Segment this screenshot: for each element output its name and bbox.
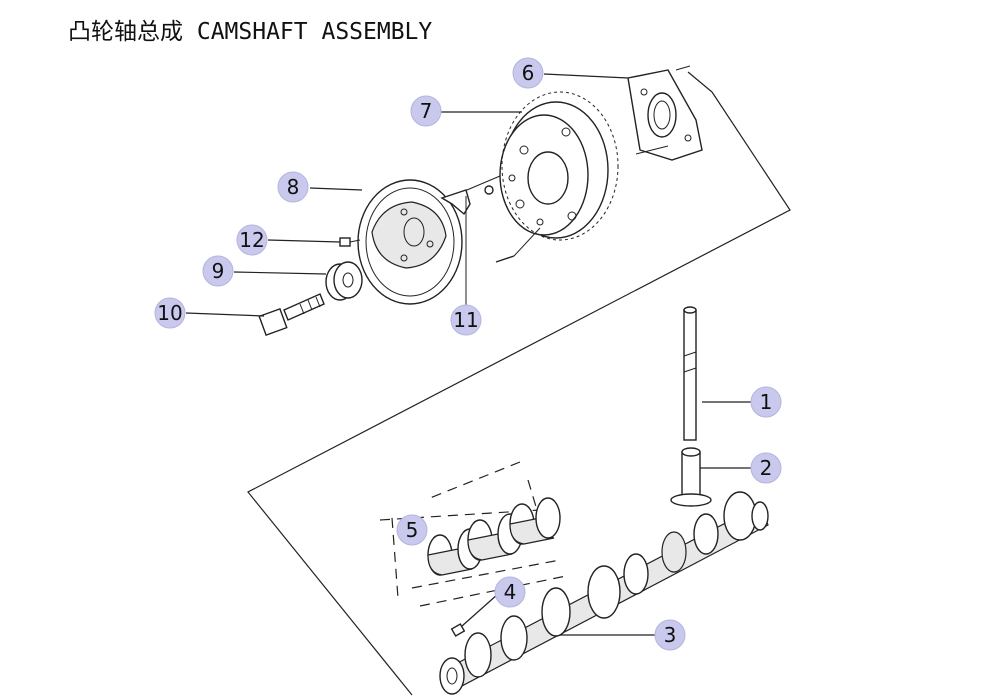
washer: [325, 261, 363, 301]
woodruff-key: [450, 623, 466, 637]
callout-8: 8: [277, 171, 309, 203]
leader-9: [233, 271, 327, 275]
callout-3: 3: [654, 619, 686, 651]
leader-6: [543, 73, 629, 79]
callout-4-label: 4: [504, 580, 517, 604]
gear-bolt-lower: [495, 255, 515, 263]
diagram-title: 凸轮轴总成 CAMSHAFT ASSEMBLY: [68, 19, 433, 45]
callout-7-label: 7: [420, 99, 433, 123]
camshaft-bearings: [379, 461, 567, 607]
callout-2: 2: [750, 452, 782, 484]
callout-9: 9: [202, 255, 234, 287]
leader-10: [185, 312, 265, 317]
callout-8-label: 8: [287, 175, 300, 199]
leader-12: [267, 239, 341, 243]
small-bolt: [339, 237, 361, 247]
callout-6: 6: [512, 57, 544, 89]
callout-1-label: 1: [760, 390, 773, 414]
thrust-plate: [627, 65, 703, 161]
leader-4: [461, 593, 499, 627]
callout-5-label: 5: [406, 518, 419, 542]
callout-10: 10: [154, 297, 186, 329]
gear-bolt-lower-axis: [513, 227, 541, 257]
callout-10-label: 10: [157, 301, 182, 325]
callout-7: 7: [410, 95, 442, 127]
camshaft: [439, 491, 769, 695]
callout-12-label: 12: [239, 228, 264, 252]
callout-1: 1: [750, 386, 782, 418]
frame-top-edge: [687, 71, 713, 93]
callout-11: 11: [450, 304, 482, 336]
spring-washer: [484, 185, 494, 195]
callout-5: 5: [396, 514, 428, 546]
leader-8: [309, 187, 363, 191]
callout-4: 4: [494, 576, 526, 608]
callout-2-label: 2: [760, 456, 773, 480]
tappet: [670, 447, 712, 507]
callout-3-label: 3: [664, 623, 677, 647]
callout-9-label: 9: [212, 259, 225, 283]
assembly-frame: [247, 91, 791, 696]
hex-bolt: [258, 293, 325, 337]
pulley-plate: [357, 179, 463, 305]
callout-11-label: 11: [453, 308, 478, 332]
callout-6-label: 6: [522, 61, 535, 85]
camshaft-gear: [499, 91, 619, 241]
locating-pin: [440, 189, 471, 308]
push-rod: [683, 306, 697, 441]
callout-12: 12: [236, 224, 268, 256]
